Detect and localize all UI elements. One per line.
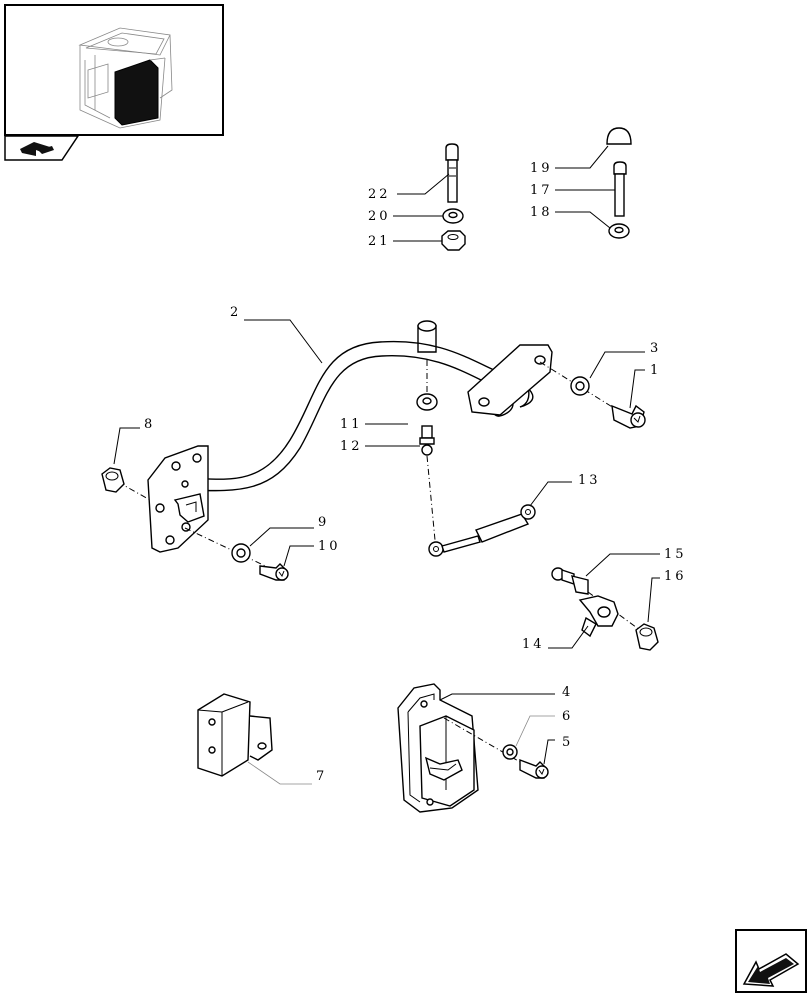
left-mounting-plate [147, 445, 209, 553]
right-mounting-plate [467, 344, 553, 416]
rubber-bumper-7 [197, 693, 273, 777]
gas-strut-13 [428, 504, 536, 557]
callout-1: 1 [650, 363, 661, 378]
washer-18 [608, 223, 630, 239]
callout-11: 11 [340, 417, 363, 432]
washer-3 [570, 376, 590, 396]
callout-4: 4 [562, 685, 573, 700]
callout-12: 12 [340, 439, 363, 454]
callout-6: 6 [562, 709, 573, 724]
callout-17: 17 [530, 183, 553, 198]
callout-8: 8 [144, 417, 155, 432]
nut-21 [441, 230, 466, 251]
latch-housing-4 [397, 683, 479, 813]
callout-16: 16 [664, 569, 687, 584]
callout-14: 14 [522, 637, 545, 652]
washer-6 [502, 744, 518, 760]
callout-5: 5 [562, 735, 573, 750]
bracket-14 [578, 595, 619, 638]
cab-thumbnail[interactable] [4, 4, 224, 136]
callout-10: 10 [318, 539, 341, 554]
callout-20: 20 [368, 209, 391, 224]
screw-5 [519, 758, 549, 779]
next-page-arrow-icon[interactable] [735, 929, 807, 993]
spacer-16 [635, 623, 659, 651]
callout-9: 9 [318, 515, 329, 530]
callout-2: 2 [230, 305, 241, 320]
bolt-10 [259, 563, 289, 581]
callout-19: 19 [530, 161, 553, 176]
callout-21: 21 [368, 234, 391, 249]
bolt-1 [611, 404, 646, 429]
ball-stud-12 [419, 425, 435, 456]
callout-22: 22 [368, 187, 391, 202]
spacer-8 [101, 467, 125, 493]
callout-15: 15 [664, 547, 687, 562]
book-pages-icon[interactable] [4, 135, 80, 161]
washer-20 [442, 208, 464, 224]
washer-9 [231, 543, 251, 563]
bolt-17 [613, 161, 627, 217]
callout-18: 18 [530, 205, 553, 220]
cap-19 [606, 127, 632, 145]
bolt-22 [445, 143, 459, 203]
ball-stud-15 [551, 567, 589, 595]
washer-11 [416, 393, 438, 411]
callout-7: 7 [316, 769, 327, 784]
callout-13: 13 [578, 473, 601, 488]
callout-3: 3 [650, 341, 661, 356]
